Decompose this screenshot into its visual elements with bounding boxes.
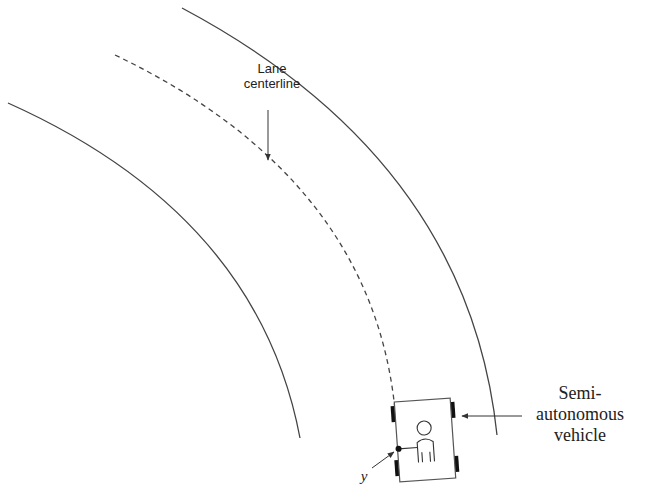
leader-arrow bbox=[462, 416, 522, 417]
centerline-label: Lane centerline bbox=[232, 61, 312, 91]
vehicle-label: Semi-autonomous vehicle bbox=[525, 383, 635, 446]
offset-symbol: y bbox=[354, 468, 374, 485]
leader-arrow bbox=[372, 452, 394, 468]
leader-arrow bbox=[268, 110, 269, 160]
inner-lane-edge bbox=[8, 103, 300, 438]
outer-lane-edge bbox=[182, 8, 497, 435]
vehicle bbox=[390, 398, 459, 482]
lane-centerline bbox=[115, 55, 395, 410]
